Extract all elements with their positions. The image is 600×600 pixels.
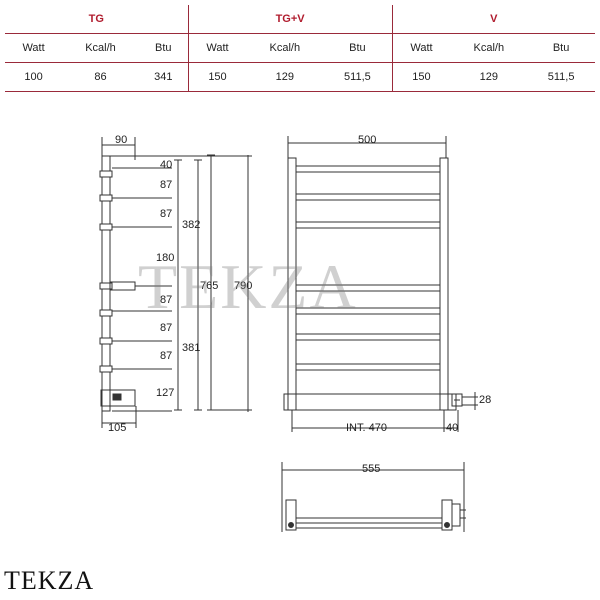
value-cell: 150	[391, 62, 451, 92]
top-view	[281, 462, 466, 532]
dim-spacing: 87	[160, 350, 172, 362]
dim-spacing: 127	[156, 387, 174, 399]
value-cell: 511,5	[323, 62, 393, 92]
dim-spacing: 180	[156, 252, 174, 264]
dim-offset: 40	[446, 422, 458, 434]
value-cell: 129	[246, 62, 324, 92]
value-cell: 129	[450, 62, 528, 92]
unit-cell: Kcal/h	[246, 33, 324, 63]
table-model-row: TG TG+V V	[5, 5, 595, 34]
dim-spacing: 87	[160, 179, 172, 191]
unit-cell: Watt	[187, 33, 247, 63]
unit-cell: Btu	[323, 33, 393, 63]
watermark: TEKZA	[138, 251, 358, 322]
dim-spacing: 87	[160, 322, 172, 334]
brand-logo: TEKZA	[4, 566, 95, 595]
model-header: V	[391, 5, 595, 34]
unit-cell: Kcal/h	[62, 33, 139, 63]
dim-spacing: 87	[160, 294, 172, 306]
value-cell: 100	[5, 62, 63, 92]
dim-front-width: 500	[358, 134, 376, 146]
dim-spacing: 40	[160, 159, 172, 171]
dim-depth-bottom: 105	[108, 422, 126, 434]
value-cell: 86	[62, 62, 139, 92]
unit-cell: Btu	[138, 33, 189, 63]
table-values-row: 100 86 341 150 129 511,5 150 129 511,5	[5, 62, 595, 92]
dim-depth-top: 90	[115, 134, 127, 146]
dim-section-lower: 381	[182, 342, 200, 354]
unit-cell: Kcal/h	[450, 33, 528, 63]
dim-section-upper: 382	[182, 219, 200, 231]
front-view	[283, 136, 478, 432]
value-cell: 511,5	[527, 62, 595, 92]
value-cell: 150	[187, 62, 247, 92]
model-header: TG	[88, 13, 104, 25]
spec-table: TG TG+V V Watt Kcal/h Btu Watt Kcal/h Bt…	[5, 5, 595, 92]
table-units-row: Watt Kcal/h Btu Watt Kcal/h Btu Watt Kca…	[5, 33, 595, 63]
value-cell: 341	[138, 62, 189, 92]
dim-interaxis: INT. 470	[346, 422, 387, 434]
dim-height-inner: 765	[200, 280, 218, 292]
dim-element-size: 28	[479, 394, 491, 406]
dim-top-width: 555	[362, 463, 380, 475]
model-header: TG+V	[187, 5, 393, 34]
dim-spacing: 87	[160, 208, 172, 220]
unit-cell: Watt	[391, 33, 451, 63]
dim-height-total: 790	[234, 280, 252, 292]
unit-cell: Watt	[5, 33, 63, 63]
side-view	[99, 137, 252, 428]
unit-cell: Btu	[527, 33, 595, 63]
